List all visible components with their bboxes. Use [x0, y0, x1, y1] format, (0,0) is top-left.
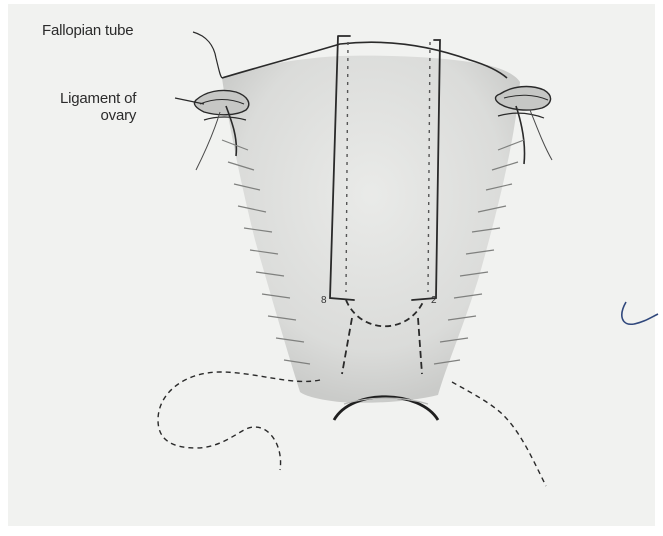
check-mark	[622, 302, 658, 324]
marker-right: 2	[431, 295, 437, 306]
marker-left: 8	[321, 295, 327, 306]
right-ureter-path	[452, 382, 546, 486]
label-fallopian-tube: Fallopian tube	[42, 22, 133, 39]
label-ligament-line1: Ligament of	[60, 90, 136, 107]
fallopian-tube-pointer	[193, 32, 222, 78]
label-ligament-of-ovary: Ligament of ovary	[60, 90, 136, 124]
uterus-body	[222, 56, 520, 403]
label-ligament-line2: ovary	[60, 107, 136, 124]
left-ureter-path	[158, 372, 320, 470]
